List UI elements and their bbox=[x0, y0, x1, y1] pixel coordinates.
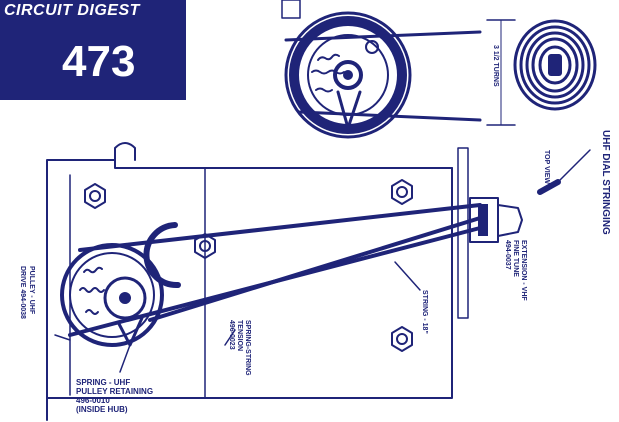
drive-pulley bbox=[60, 243, 164, 347]
extension-label-2: FINE TUNE bbox=[512, 240, 519, 277]
extension-label-3: 494-0037 bbox=[504, 240, 511, 270]
pulley-label-2: DRIVE 494-0038 bbox=[19, 266, 26, 319]
spring-uhf-label-3: 496-0010 bbox=[76, 396, 110, 405]
extension-label-1: EXTENSION - VHF bbox=[520, 240, 527, 301]
pulley-label-1: PULLEY - UHF bbox=[28, 266, 35, 315]
chassis-plate bbox=[46, 142, 469, 421]
diagram-labels: UHF DIAL STRINGING TOP VIEW 3 1/2 TURNS … bbox=[19, 45, 611, 414]
badge-title: CIRCUIT DIGEST bbox=[4, 2, 140, 19]
top-view-label: TOP VIEW bbox=[543, 150, 550, 184]
spring-string-label-2: TENSION bbox=[236, 320, 243, 351]
circuit-digest-badge: CIRCUIT DIGEST 473 bbox=[0, 0, 186, 100]
diagram-title: UHF DIAL STRINGING bbox=[600, 130, 611, 235]
spiral-pulley bbox=[486, 19, 597, 126]
badge-number: 473 bbox=[62, 37, 136, 86]
spring-uhf-label-1: SPRING - UHF bbox=[76, 378, 130, 387]
drive-strings bbox=[68, 203, 482, 337]
spring-string-label-1: SPRING-STRING bbox=[244, 320, 251, 376]
spring-uhf-label-4: (INSIDE HUB) bbox=[76, 405, 128, 414]
fine-tune-shaft bbox=[469, 179, 561, 243]
string-guide bbox=[143, 222, 181, 289]
hex-nuts bbox=[84, 179, 413, 352]
string-label: STRING - 18" bbox=[421, 290, 428, 334]
top-bracket bbox=[281, 0, 301, 19]
spring-uhf-label-2: PULLEY RETAINING bbox=[76, 387, 153, 396]
leader-lines bbox=[54, 149, 591, 373]
top-pulley bbox=[284, 11, 482, 139]
spring-string-label-3: 496-0023 bbox=[228, 320, 235, 350]
turns-label: 3 1/2 TURNS bbox=[492, 45, 499, 87]
